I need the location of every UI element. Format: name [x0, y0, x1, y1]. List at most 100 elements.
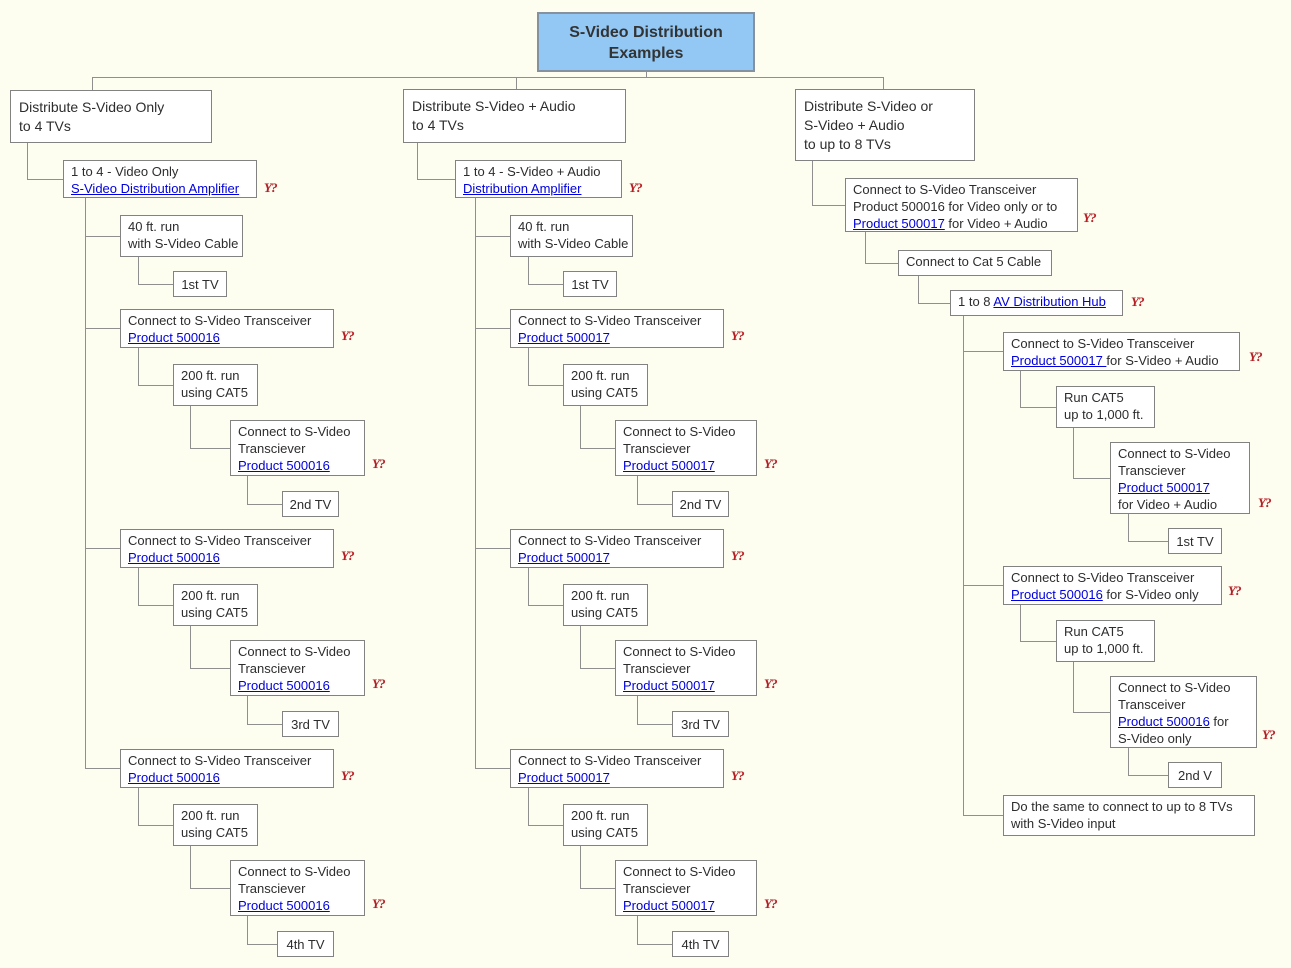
node-text: 4th TV [286, 937, 325, 952]
product-link[interactable]: Product 500016 [1118, 714, 1210, 729]
node-text: for Video + Audio [944, 216, 1048, 231]
yahoo-shopping-icon[interactable]: Y? [1228, 583, 1241, 598]
node-line: 2nd V [1171, 767, 1219, 784]
connector-line [637, 916, 638, 944]
yahoo-shopping-icon[interactable]: Y? [1131, 294, 1144, 309]
yahoo-shopping-icon[interactable]: Y? [1258, 495, 1271, 510]
connector-line [1073, 478, 1110, 479]
connector-line [865, 232, 866, 263]
connector-line [247, 504, 282, 505]
node-line: with S-Video Cable [518, 235, 628, 252]
node-line: Connect to S-Video [623, 863, 749, 880]
yahoo-shopping-icon[interactable]: Y? [341, 768, 354, 783]
node-text: to up to 8 TVs [804, 136, 891, 152]
product-link[interactable]: Product 500017 [853, 216, 945, 231]
product-link[interactable]: Product 500016 [128, 770, 220, 785]
yahoo-shopping-icon[interactable]: Y? [629, 180, 642, 195]
product-link[interactable]: Product 500017 [1011, 353, 1107, 368]
product-link[interactable]: Product 500016 [1011, 587, 1103, 602]
node-text: Connect to S-Video Transceiver [853, 182, 1037, 197]
yahoo-shopping-icon[interactable]: Y? [731, 548, 744, 563]
node-text: Transciever [1118, 463, 1186, 478]
yahoo-shopping-icon[interactable]: Y? [264, 180, 277, 195]
node-text: 1st TV [571, 277, 609, 292]
connector-line [812, 205, 845, 206]
product-link[interactable]: Product 500016 [128, 550, 220, 565]
node-line: 3rd TV [675, 716, 726, 733]
product-link[interactable]: Distribution Amplifier [463, 181, 582, 196]
connector-line [1073, 428, 1074, 478]
yahoo-shopping-icon[interactable]: Y? [341, 548, 354, 563]
connector-line [580, 846, 581, 888]
node-line: 2nd TV [285, 496, 336, 513]
connector-line [528, 257, 529, 284]
yahoo-shopping-icon[interactable]: Y? [731, 328, 744, 343]
yahoo-shopping-icon[interactable]: Y? [731, 768, 744, 783]
yahoo-shopping-icon[interactable]: Y? [341, 328, 354, 343]
product-link[interactable]: Product 500016 [238, 458, 330, 473]
product-link[interactable]: Product 500017 [518, 550, 610, 565]
connector-line [528, 605, 563, 606]
node-text: using CAT5 [181, 825, 248, 840]
node-text: Connect to S-Video Transceiver [128, 753, 312, 768]
node-line: S-Video + Audio [804, 116, 966, 135]
connector-line [190, 846, 191, 888]
yahoo-shopping-icon[interactable]: Y? [764, 896, 777, 911]
connector-line [92, 77, 884, 78]
yahoo-shopping-icon[interactable]: Y? [372, 456, 385, 471]
yahoo-shopping-icon[interactable]: Y? [764, 456, 777, 471]
connector-line [812, 161, 813, 205]
product-link[interactable]: S-Video Distribution Amplifier [71, 181, 240, 196]
node-text: 2nd TV [679, 497, 722, 512]
node-line: Product 500016 [128, 769, 326, 786]
product-link[interactable]: Product 500016 [128, 330, 220, 345]
tv-box: 1st TV [1168, 528, 1222, 554]
product-link[interactable]: Product 500016 [238, 678, 330, 693]
yahoo-shopping-icon[interactable]: Y? [764, 676, 777, 691]
node-text: 2nd TV [289, 497, 332, 512]
node-line: 1st TV [176, 276, 224, 293]
node-text: Connect to S-Video Transceiver [518, 313, 702, 328]
connector-line [580, 888, 615, 889]
node-line: 4th TV [280, 936, 331, 953]
product-link[interactable]: Product 500016 [238, 898, 330, 913]
product-link[interactable]: Product 500017 [518, 770, 610, 785]
tv-box: 2nd TV [672, 491, 729, 517]
product-link[interactable]: Product 500017 [623, 458, 715, 473]
product-link[interactable]: Product 500017 [518, 330, 610, 345]
node-line: with S-Video input [1011, 815, 1247, 832]
yahoo-shopping-icon[interactable]: Y? [372, 896, 385, 911]
product-link[interactable]: AV Distribution Hub [993, 294, 1106, 309]
node-line: Connect to S-Video Transceiver [128, 532, 326, 549]
node-line: Distribute S-Video + Audio [412, 97, 617, 116]
yahoo-shopping-icon[interactable]: Y? [1083, 210, 1096, 225]
node-text: Transciever [238, 661, 306, 676]
connector-line [1020, 605, 1021, 641]
connector-line [247, 476, 248, 504]
node-line: Product 500017 [623, 677, 749, 694]
yahoo-shopping-icon[interactable]: Y? [1262, 727, 1275, 742]
node-line: with S-Video Cable [128, 235, 238, 252]
product-link[interactable]: Product 500017 [623, 678, 715, 693]
node-line: Transciever [623, 660, 749, 677]
node-line: 200 ft. run [181, 367, 250, 384]
yahoo-shopping-icon[interactable]: Y? [372, 676, 385, 691]
node-line: Connect to S-Video [623, 423, 749, 440]
yahoo-shopping-icon[interactable]: Y? [1249, 349, 1262, 364]
node-line: to 4 TVs [412, 116, 617, 135]
product-link[interactable]: Product 500017 [623, 898, 715, 913]
connector-line [637, 724, 672, 725]
product-link[interactable]: Product 500017 [1118, 480, 1210, 495]
node-text: Connect to S-Video Transceiver [518, 753, 702, 768]
connector-line [247, 724, 282, 725]
node-text: 1 to 8 [958, 294, 994, 309]
tv-box: 2nd TV [282, 491, 339, 517]
connector-line [247, 696, 248, 724]
node-line: Product 500017 for Video + Audio [853, 215, 1070, 232]
